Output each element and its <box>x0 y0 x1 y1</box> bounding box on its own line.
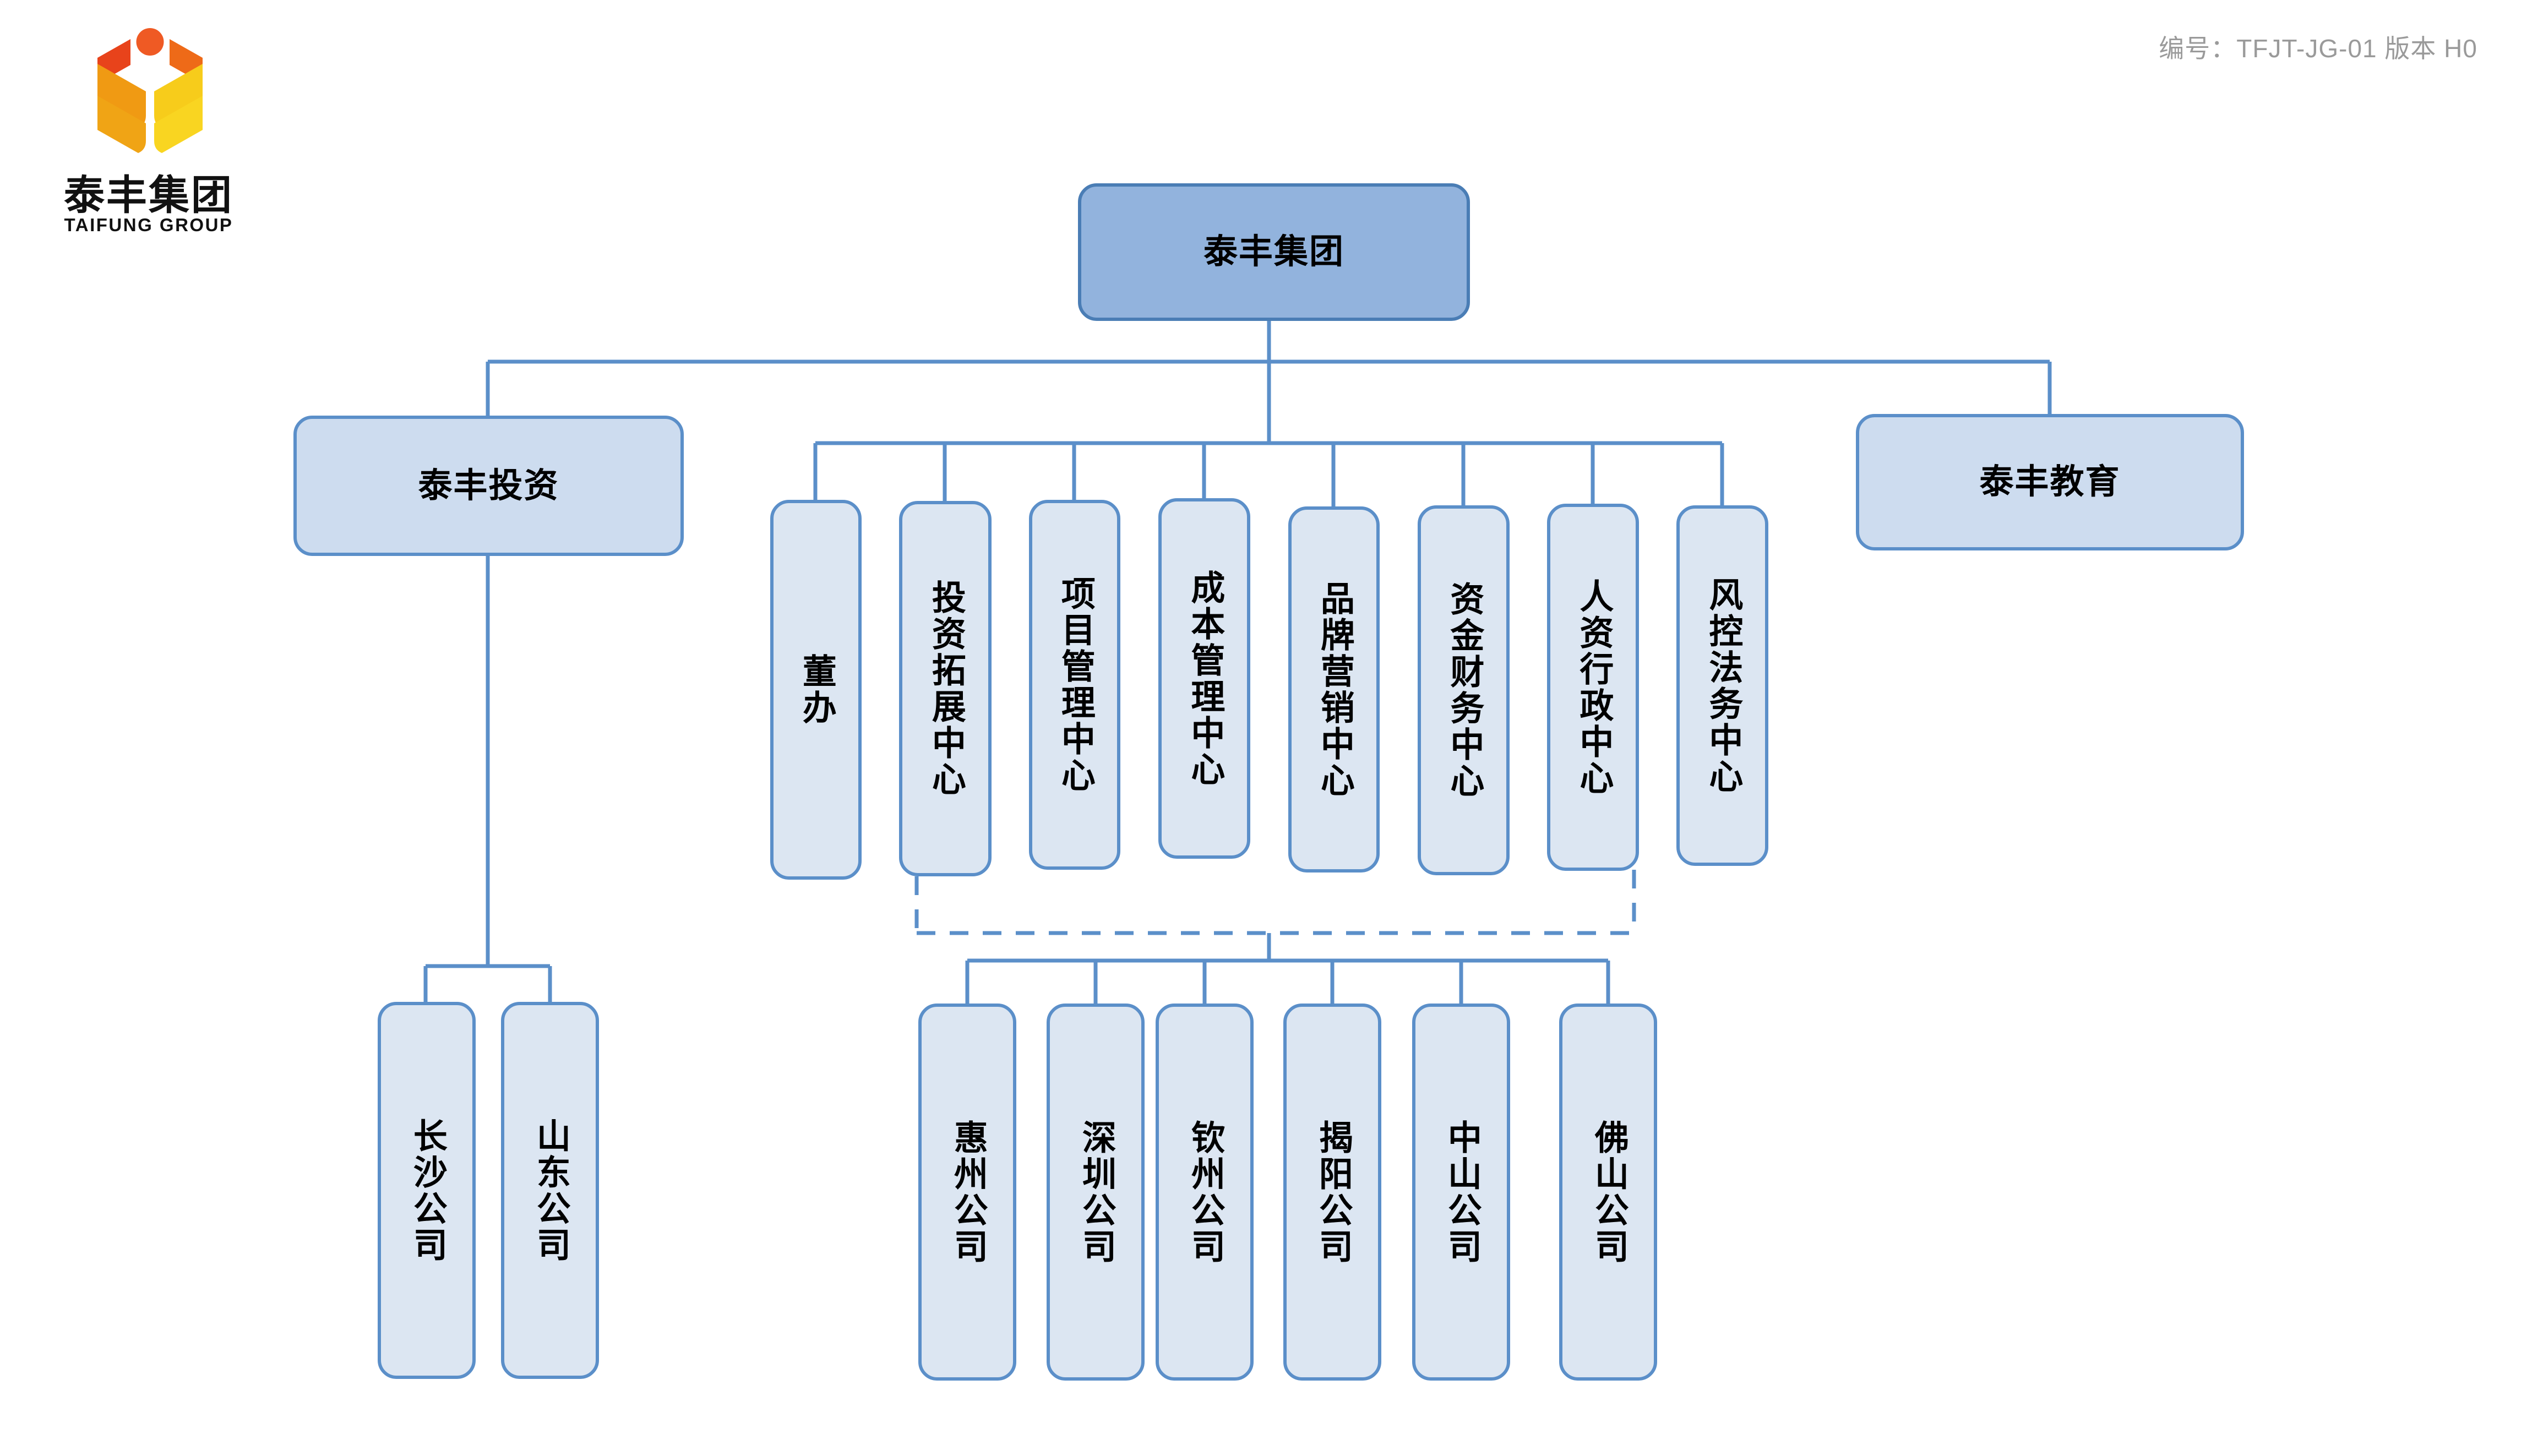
node-label: 泰丰投资 <box>418 466 559 505</box>
node-company-jieyang[interactable]: 揭阳公司 <box>1283 1004 1381 1381</box>
node-label: 佛山公司 <box>1589 1119 1627 1265</box>
node-taifung-investment[interactable]: 泰丰投资 <box>293 416 684 556</box>
node-label: 揭阳公司 <box>1313 1119 1352 1265</box>
wheat-sheaf-logo-icon <box>97 28 203 153</box>
node-taifung-education[interactable]: 泰丰教育 <box>1856 414 2244 550</box>
node-company-foshan[interactable]: 佛山公司 <box>1559 1004 1657 1381</box>
company-logo: 泰丰集团 TAIFUNG GROUP <box>33 11 264 259</box>
node-label: 山东公司 <box>531 1117 569 1263</box>
node-department-dongban[interactable]: 董办 <box>770 500 862 880</box>
node-department-risk-legal-center[interactable]: 风控法务中心 <box>1676 505 1768 866</box>
node-label: 人资行政中心 <box>1574 578 1613 797</box>
node-label: 深圳公司 <box>1076 1119 1115 1265</box>
node-company-zhongshan[interactable]: 中山公司 <box>1412 1004 1510 1381</box>
node-label: 长沙公司 <box>407 1117 446 1263</box>
node-label: 钦州公司 <box>1185 1119 1224 1265</box>
node-label: 资金财务中心 <box>1445 581 1483 799</box>
node-label: 泰丰集团 <box>1203 233 1344 271</box>
node-label: 中山公司 <box>1442 1119 1480 1265</box>
node-company-shenzhen[interactable]: 深圳公司 <box>1047 1004 1145 1381</box>
node-label: 泰丰教育 <box>1979 463 2121 501</box>
node-department-hr-admin-center[interactable]: 人资行政中心 <box>1547 504 1639 871</box>
node-label: 风控法务中心 <box>1703 576 1742 795</box>
node-department-investment-expansion-center[interactable]: 投资拓展中心 <box>899 501 992 876</box>
node-label: 品牌营销中心 <box>1315 580 1353 799</box>
node-department-finance-treasury-center[interactable]: 资金财务中心 <box>1418 505 1510 875</box>
node-taifung-group[interactable]: 泰丰集团 <box>1078 183 1470 321</box>
node-department-project-management-center[interactable]: 项目管理中心 <box>1029 500 1120 870</box>
node-label: 投资拓展中心 <box>926 580 965 798</box>
node-label: 成本管理中心 <box>1185 569 1224 788</box>
node-company-shandong[interactable]: 山东公司 <box>501 1002 599 1379</box>
node-company-qinzhou[interactable]: 钦州公司 <box>1156 1004 1254 1381</box>
node-company-huizhou[interactable]: 惠州公司 <box>918 1004 1016 1381</box>
node-label: 惠州公司 <box>948 1119 987 1265</box>
node-department-cost-management-center[interactable]: 成本管理中心 <box>1158 498 1250 859</box>
node-label: 董办 <box>797 653 835 726</box>
node-department-brand-marketing-center[interactable]: 品牌营销中心 <box>1288 506 1380 872</box>
logo-name-cn: 泰丰集团 <box>64 172 233 218</box>
node-company-changsha[interactable]: 长沙公司 <box>378 1002 476 1379</box>
node-label: 项目管理中心 <box>1055 576 1094 794</box>
document-code-label: 编号：TFJT-JG-01 版本 H0 <box>2159 34 2477 63</box>
logo-name-en: TAIFUNG GROUP <box>64 215 233 235</box>
